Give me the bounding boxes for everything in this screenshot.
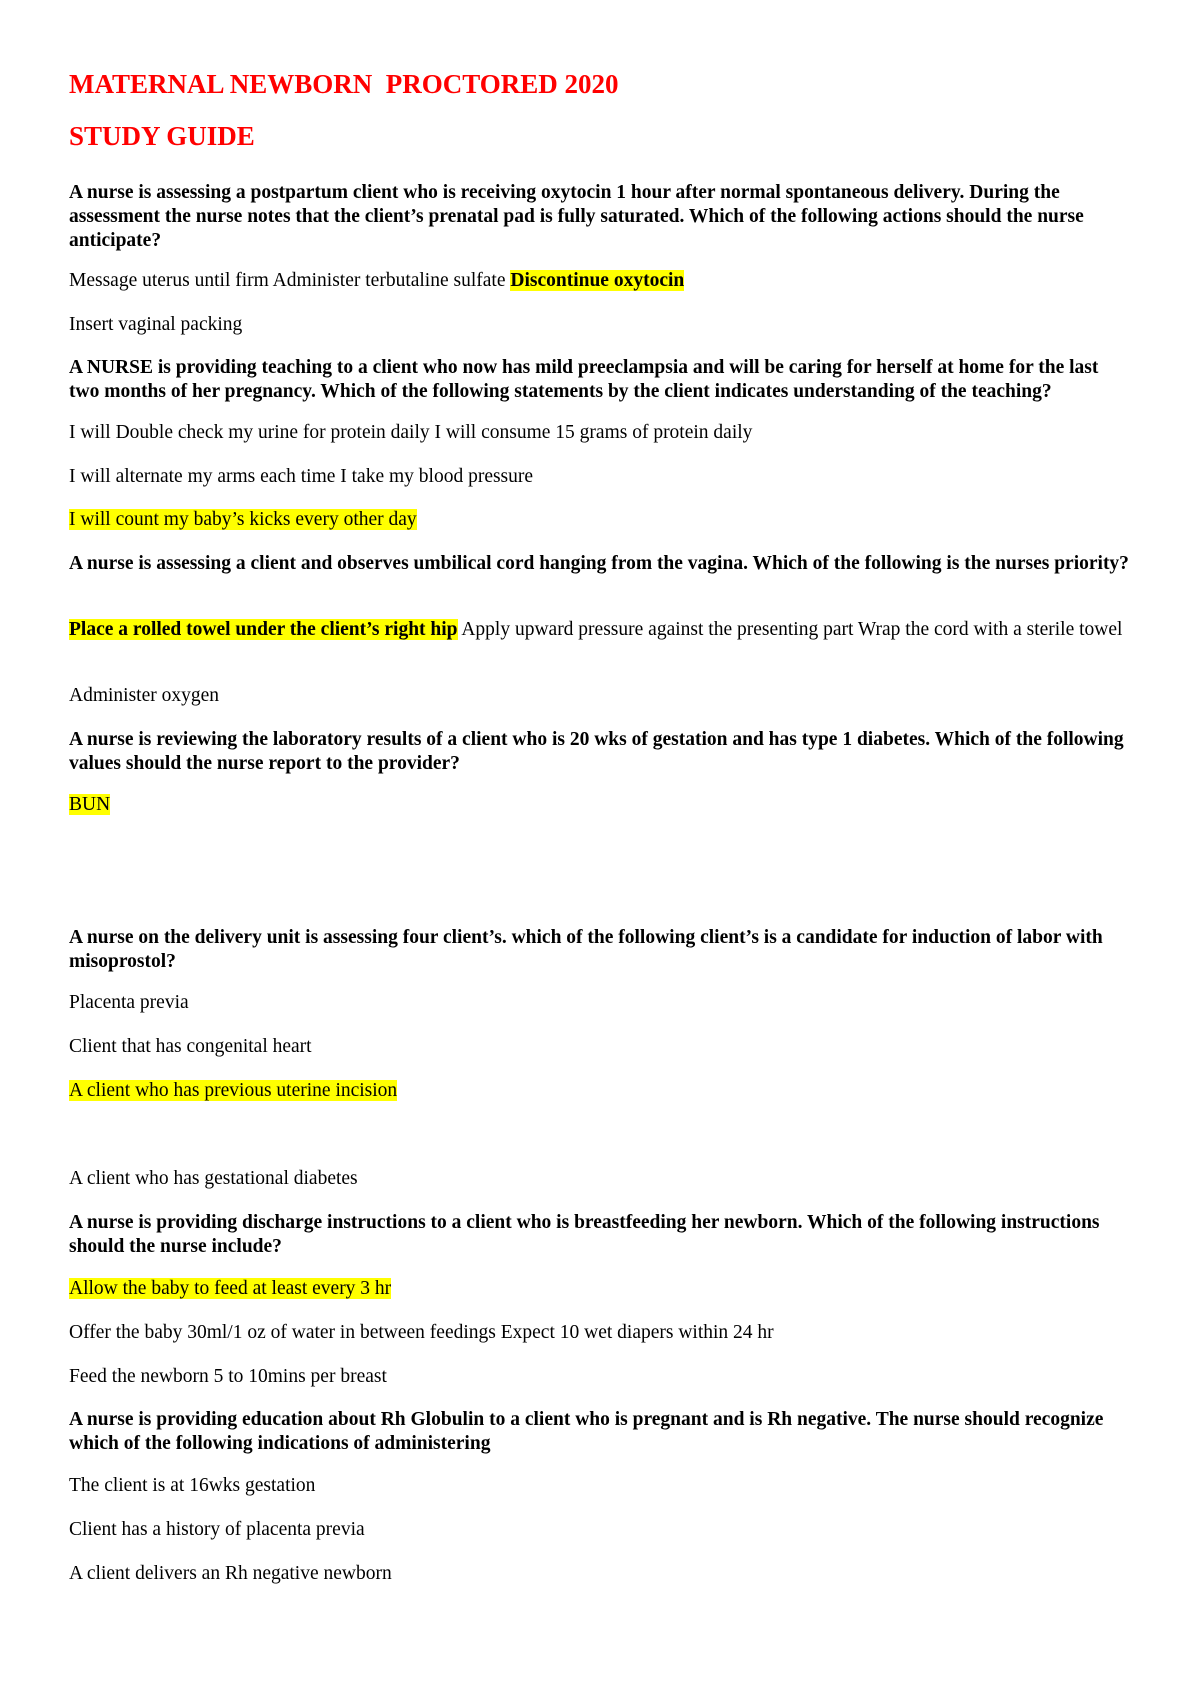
- document-title: MATERNAL NEWBORN PROCTORED 2020: [69, 69, 619, 99]
- answer-line: I will count my baby’s kicks every other…: [69, 508, 1129, 532]
- answer-line: A client who has previous uterine incisi…: [69, 1079, 1129, 1103]
- correct-answer-highlight: Allow the baby to feed at least every 3 …: [69, 1278, 392, 1299]
- question-1: A nurse is assessing a postpartum client…: [69, 182, 1084, 251]
- answer-line: Place a rolled towel under the client’s …: [69, 618, 1129, 642]
- answer-line: BUN: [69, 793, 1129, 817]
- question-7: A nurse is providing education about Rh …: [69, 1409, 1104, 1454]
- question-6: A nurse is providing discharge instructi…: [69, 1212, 1100, 1257]
- correct-answer-highlight: I will count my baby’s kicks every other…: [69, 509, 417, 530]
- answer-line: Allow the baby to feed at least every 3 …: [69, 1277, 1129, 1301]
- option-text: A client delivers an Rh negative newborn: [69, 1563, 392, 1584]
- option-text: The client is at 16wks gestation: [69, 1475, 316, 1496]
- option-text: Offer the baby 30ml/1 oz of water in bet…: [69, 1322, 774, 1343]
- correct-answer-highlight: A client who has previous uterine incisi…: [69, 1080, 398, 1101]
- correct-answer-highlight: BUN: [69, 794, 111, 815]
- question-2: A NURSE is providing teaching to a clien…: [69, 357, 1099, 402]
- option-text: A client who has gestational diabetes: [69, 1168, 358, 1189]
- option-text: I will alternate my arms each time I tak…: [69, 466, 534, 487]
- option-text: Client that has congenital heart: [69, 1036, 312, 1057]
- question-4: A nurse is reviewing the laboratory resu…: [69, 729, 1124, 774]
- option-text: Client has a history of placenta previa: [69, 1519, 365, 1540]
- document-subtitle: STUDY GUIDE: [69, 121, 255, 151]
- option-text: Administer oxygen: [69, 685, 220, 706]
- correct-answer-highlight: Place a rolled towel under the client’s …: [69, 619, 458, 640]
- question-5: A nurse on the delivery unit is assessin…: [69, 927, 1103, 972]
- option-text: I will Double check my urine for protein…: [69, 422, 753, 443]
- option-text: Message uterus until firm Administer ter…: [69, 270, 511, 291]
- option-text: Placenta previa: [69, 992, 189, 1013]
- correct-answer-highlight: Discontinue oxytocin: [510, 270, 685, 291]
- option-text: Insert vaginal packing: [69, 314, 243, 335]
- question-3: A nurse is assessing a client and observ…: [69, 553, 1129, 574]
- option-text: Apply upward pressure against the presen…: [457, 619, 1123, 640]
- answer-line: Message uterus until firm Administer ter…: [69, 269, 1129, 293]
- option-text: Feed the newborn 5 to 10mins per breast: [69, 1366, 387, 1387]
